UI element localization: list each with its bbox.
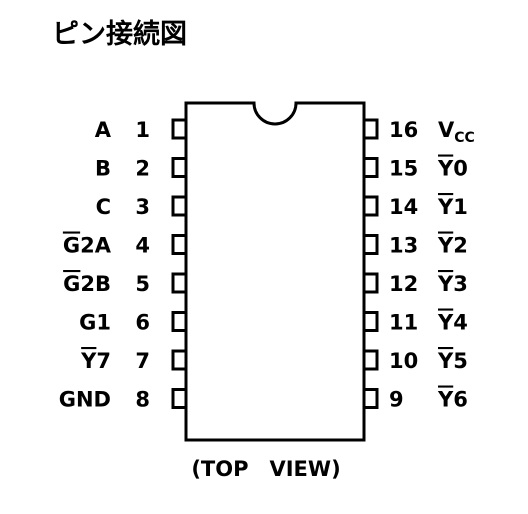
right-pin-label-2: Y0 [437, 157, 468, 181]
left-pin-number-8: 8 [135, 388, 150, 412]
right-pin-name-7: 5 [453, 349, 468, 373]
right-pin-label-3: Y1 [437, 195, 468, 219]
left-pin-label-8: GND [59, 388, 111, 412]
right-pin-name-5: 3 [453, 272, 468, 296]
left-pin-label-5: G2B [63, 272, 111, 296]
right-pin-label-1: VCC [438, 118, 475, 146]
left-pin-label-6: G1 [79, 311, 111, 335]
right-pin-name-4: 2 [453, 234, 468, 258]
right-pin-overbar-3: Y [437, 195, 454, 219]
right-pin-label-4: Y2 [437, 234, 468, 258]
right-pin-name-8: 6 [453, 388, 468, 412]
right-pin-number-8: 9 [389, 388, 404, 412]
right-pin-overbar-6: Y [437, 311, 454, 335]
right-pin-label-5: Y3 [437, 272, 468, 296]
left-pin-label-2: B [95, 157, 111, 181]
right-pin-lead-2 [364, 157, 379, 178]
left-pin-name-3: C [96, 195, 111, 219]
right-pin-overbar-4: Y [437, 234, 454, 258]
left-pin-label-7: Y7 [80, 349, 111, 373]
top-view-label: (TOP VIEW) [191, 457, 340, 481]
left-pin-name-1: A [95, 118, 112, 142]
right-pin-name-2: 0 [453, 157, 468, 181]
right-pin-label-6: Y4 [437, 311, 468, 335]
right-pin-lead-8 [364, 388, 379, 409]
left-pin-label-4: G2A [63, 234, 112, 258]
left-pin-name-4: 2A [80, 234, 112, 258]
right-pin-label-8: Y6 [437, 388, 468, 412]
right-pin-overbar-5: Y [437, 272, 454, 296]
left-pin-number-7: 7 [135, 349, 150, 373]
left-pin-lead-8 [171, 388, 186, 409]
left-pin-overbar-5: G [63, 272, 80, 296]
right-pin-lead-7 [364, 349, 379, 371]
right-pin-lead-6 [364, 311, 379, 332]
left-pin-overbar-4: G [63, 234, 80, 258]
left-pin-lead-4 [171, 234, 186, 255]
right-pin-overbar-2: Y [437, 157, 454, 181]
right-pin-number-7: 10 [389, 349, 418, 373]
right-pin-overbar-8: Y [437, 388, 454, 412]
right-pin-name-3: 1 [453, 195, 468, 219]
right-pin-number-5: 12 [389, 272, 418, 296]
left-pin-name-7: 7 [96, 349, 111, 373]
right-pin-label-7: Y5 [437, 349, 468, 373]
right-pin-number-4: 13 [389, 234, 418, 258]
page-title: ピン接続図 [52, 19, 187, 50]
right-pin-overbar-7: Y [437, 349, 454, 373]
left-pin-number-6: 6 [135, 311, 150, 335]
right-pin-number-2: 15 [389, 157, 418, 181]
right-pin-name-6: 4 [453, 311, 468, 335]
left-pin-lead-7 [171, 349, 186, 371]
left-pin-name-5: 2B [80, 272, 111, 296]
left-pin-label-1: A [95, 118, 112, 142]
right-pin-subscript-1: CC [454, 130, 475, 146]
right-pin-lead-1 [364, 118, 379, 140]
right-pin-number-3: 14 [389, 195, 418, 219]
right-pin-lead-4 [364, 234, 379, 255]
left-pin-label-3: C [96, 195, 111, 219]
left-pin-name-8: GND [59, 388, 111, 412]
left-pin-lead-5 [171, 272, 186, 294]
left-pin-lead-1 [171, 118, 186, 140]
right-pin-lead-3 [364, 195, 379, 217]
left-pin-overbar-7: Y [80, 349, 97, 373]
left-pin-number-3: 3 [135, 195, 150, 219]
ic-body [184, 101, 366, 442]
right-pin-number-6: 11 [389, 311, 418, 335]
left-pin-number-1: 1 [135, 118, 150, 142]
left-pin-number-4: 4 [135, 234, 150, 258]
left-pin-lead-6 [171, 311, 186, 332]
right-pin-number-1: 16 [389, 118, 418, 142]
left-pin-lead-3 [171, 195, 186, 217]
left-pin-name-2: B [95, 157, 111, 181]
left-pin-number-2: 2 [135, 157, 150, 181]
left-pin-lead-2 [171, 157, 186, 178]
left-pin-number-5: 5 [135, 272, 150, 296]
right-pin-name-1: V [438, 118, 455, 142]
left-pin-name-6: G1 [79, 311, 111, 335]
right-pin-lead-5 [364, 272, 379, 294]
